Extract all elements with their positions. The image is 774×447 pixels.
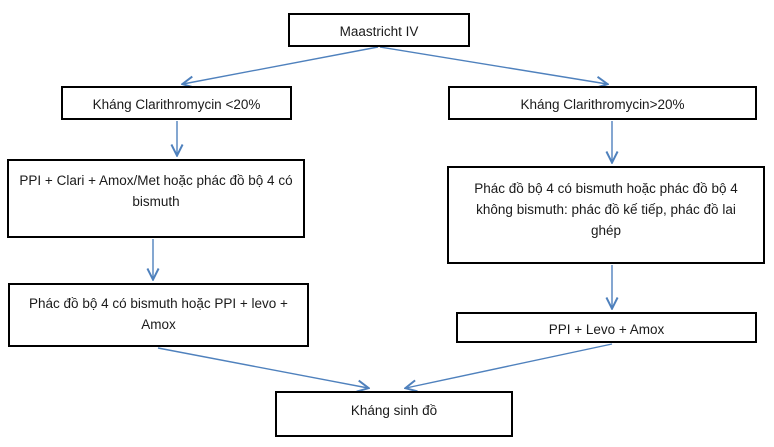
- node-maastricht-iv: Maastricht IV: [288, 13, 470, 47]
- edge-root-to-left-branch: [183, 46, 379, 84]
- node-label: Phác đồ bộ 4 có bismuth hoặc phác đồ bộ …: [474, 181, 738, 238]
- edge-right-rx2-to-final: [406, 343, 613, 388]
- node-label: PPI + Clari + Amox/Met hoặc phác đồ bộ 4…: [19, 173, 293, 209]
- node-clarithromycin-resistance-low: Kháng Clarithromycin <20%: [61, 86, 292, 120]
- node-label: Phác đồ bộ 4 có bismuth hoặc PPI + levo …: [29, 296, 288, 332]
- node-left-first-line-therapy: PPI + Clari + Amox/Met hoặc phác đồ bộ 4…: [7, 159, 305, 238]
- node-right-first-line-therapy: Phác đồ bộ 4 có bismuth hoặc phác đồ bộ …: [447, 166, 765, 264]
- node-label: Maastricht IV: [339, 24, 419, 39]
- node-label: Kháng Clarithromycin>20%: [520, 97, 685, 112]
- node-label: Kháng Clarithromycin <20%: [92, 97, 261, 112]
- node-clarithromycin-resistance-high: Kháng Clarithromycin>20%: [448, 86, 757, 120]
- edge-root-to-right-branch: [379, 46, 607, 84]
- node-left-second-line-therapy: Phác đồ bộ 4 có bismuth hoặc PPI + levo …: [8, 283, 309, 347]
- node-antibiogram: Kháng sinh đồ: [275, 391, 513, 437]
- node-label: Kháng sinh đồ: [350, 403, 438, 418]
- node-right-second-line-therapy: PPI + Levo + Amox: [456, 312, 757, 343]
- node-label: PPI + Levo + Amox: [548, 322, 665, 337]
- edge-left-rx2-to-final: [157, 347, 368, 388]
